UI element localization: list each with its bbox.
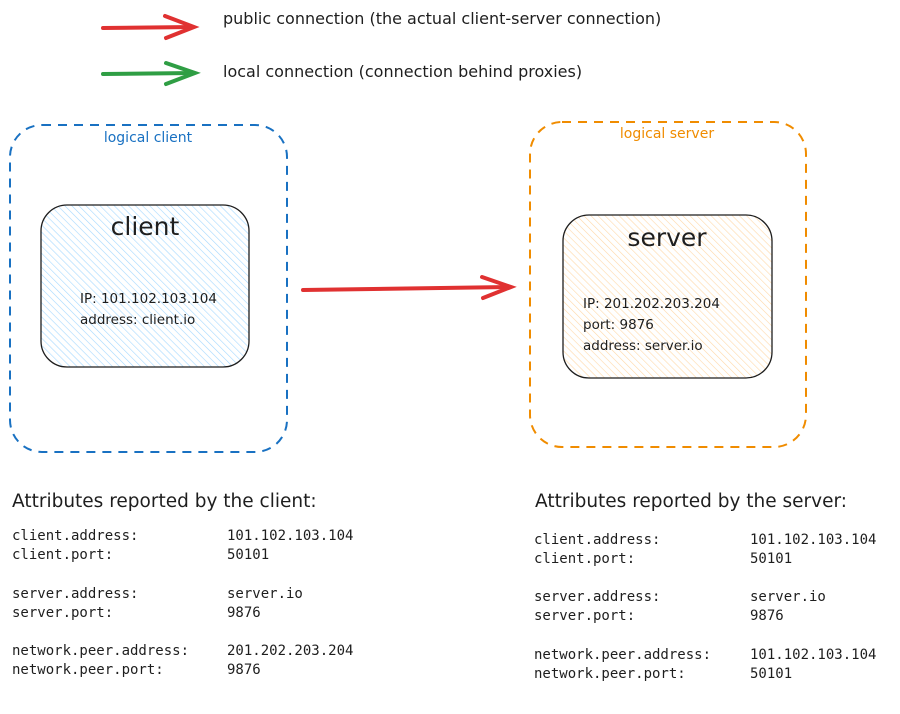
attr-key: network.peer.port:	[534, 666, 686, 682]
logical-server-group	[529, 121, 807, 448]
client-ip: IP: 101.102.103.104	[80, 291, 217, 307]
logical-server-label: logical server	[619, 126, 715, 142]
attr-value: 50101	[227, 547, 270, 563]
attr-value: 50101	[750, 551, 793, 567]
server-port: port: 9876	[583, 317, 654, 333]
attr-value: 201.202.203.204	[227, 643, 354, 659]
attr-key: network.peer.address:	[534, 647, 712, 663]
client-address: address: client.io	[80, 312, 196, 328]
attr-value: 101.102.103.104	[227, 528, 354, 544]
server-node	[562, 214, 773, 379]
attr-key: client.address:	[534, 532, 661, 548]
server-title: server	[627, 223, 707, 252]
public-connection-legend-label: public connection (the actual client-ser…	[223, 9, 662, 28]
client-info: IP: 101.102.103.104 address: client.io	[80, 289, 217, 331]
attr-value: 9876	[227, 662, 261, 678]
local-connection-legend-label: local connection (connection behind prox…	[223, 62, 583, 81]
attr-key: network.peer.port:	[12, 662, 164, 678]
client-title: client	[110, 212, 180, 241]
attr-key: client.port:	[534, 551, 636, 567]
public-connection-arrow	[301, 275, 517, 300]
client-attributes-heading: Attributes reported by the client:	[12, 491, 317, 512]
attr-value: 50101	[750, 666, 793, 682]
attr-value: 101.102.103.104	[750, 647, 877, 663]
server-info: IP: 201.202.203.204 port: 9876 address: …	[583, 294, 720, 357]
attr-key: network.peer.address:	[12, 643, 190, 659]
server-attributes-heading: Attributes reported by the server:	[535, 491, 847, 512]
attr-key: server.address:	[534, 589, 661, 605]
attr-value: 9876	[227, 605, 261, 621]
attr-value: server.io	[227, 586, 303, 602]
attr-key: client.address:	[12, 528, 139, 544]
server-address: address: server.io	[583, 338, 703, 354]
attr-key: server.port:	[534, 608, 636, 624]
attr-key: server.address:	[12, 586, 139, 602]
attr-value: server.io	[750, 589, 826, 605]
client-node	[40, 204, 250, 368]
attr-key: server.port:	[12, 605, 114, 621]
attr-value: 9876	[750, 608, 784, 624]
local-connection-legend-arrow	[101, 61, 201, 86]
logical-client-label: logical client	[103, 130, 193, 146]
attr-key: client.port:	[12, 547, 114, 563]
attr-value: 101.102.103.104	[750, 532, 877, 548]
public-connection-legend-arrow	[101, 14, 200, 40]
server-ip: IP: 201.202.203.204	[583, 296, 720, 312]
